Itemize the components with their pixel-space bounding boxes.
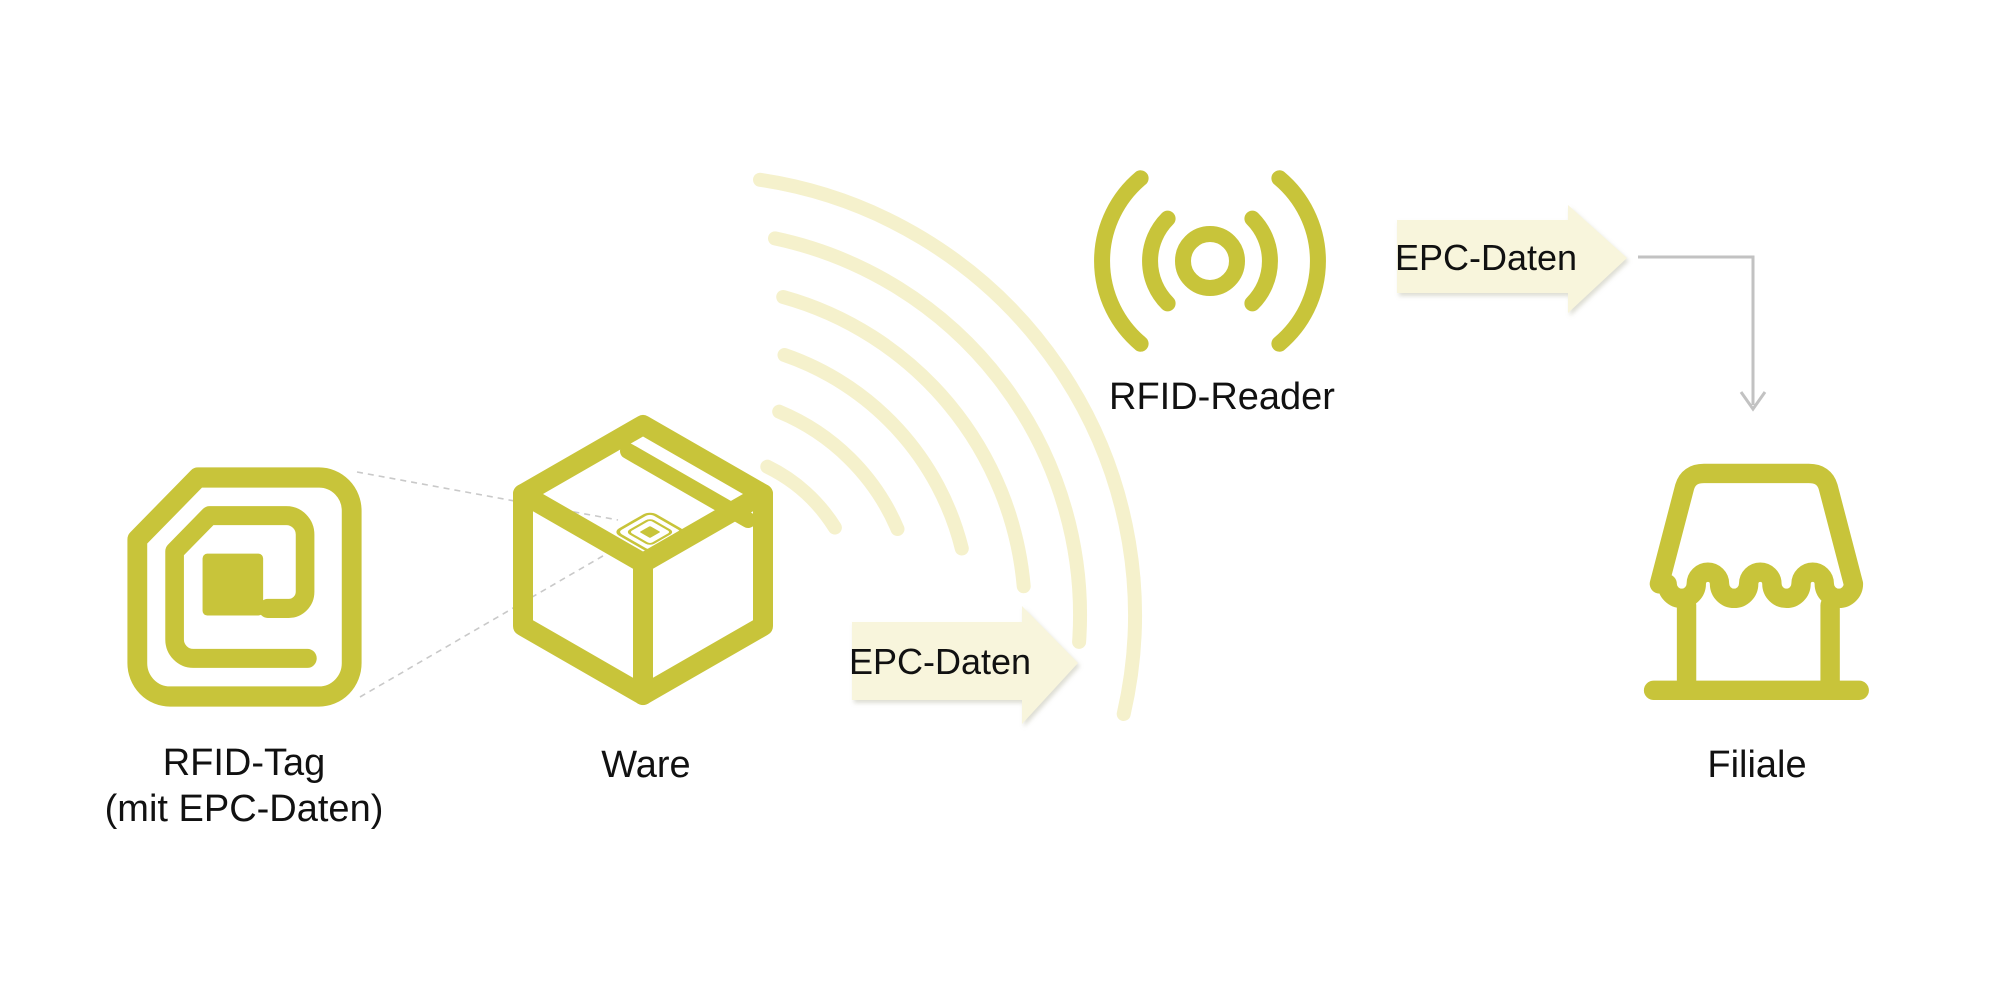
dashed-line-lower: [359, 545, 621, 698]
epc-arrow-1-label: EPC-Daten: [848, 641, 1032, 682]
radio-signal-icon: [1094, 170, 1326, 352]
tag-to-box-dashed-lines: [356, 471, 621, 698]
rfid-tag-label-line1: RFID-Tag: [162, 742, 326, 784]
epc-arrow-2-label: EPC-Daten: [1394, 237, 1578, 278]
rfid-tag-label-line2: (mit EPC-Daten): [104, 788, 384, 830]
package-tape: [620, 443, 756, 528]
rfid-tag-label: RFID-Tag (mit EPC-Daten): [105, 740, 384, 832]
rfid-reader-label: RFID-Reader: [1109, 376, 1335, 418]
tag-chip: [202, 553, 264, 616]
ware-label: Ware: [601, 744, 691, 786]
store-icon: [1643, 463, 1869, 701]
package-box-icon: [513, 415, 773, 705]
mini-rfid-tag-icon: [616, 512, 684, 552]
rfid-tag-icon: [127, 467, 362, 707]
radio-waves-icon: [753, 172, 1142, 721]
store-awning: [1649, 463, 1864, 608]
epc-arrow-2: [1397, 205, 1627, 313]
filiale-label: Filiale: [1707, 744, 1807, 786]
dashed-line-upper: [356, 471, 619, 521]
elbow-arrow-down: [1638, 255, 1767, 412]
epc-arrow-1: [852, 606, 1078, 724]
